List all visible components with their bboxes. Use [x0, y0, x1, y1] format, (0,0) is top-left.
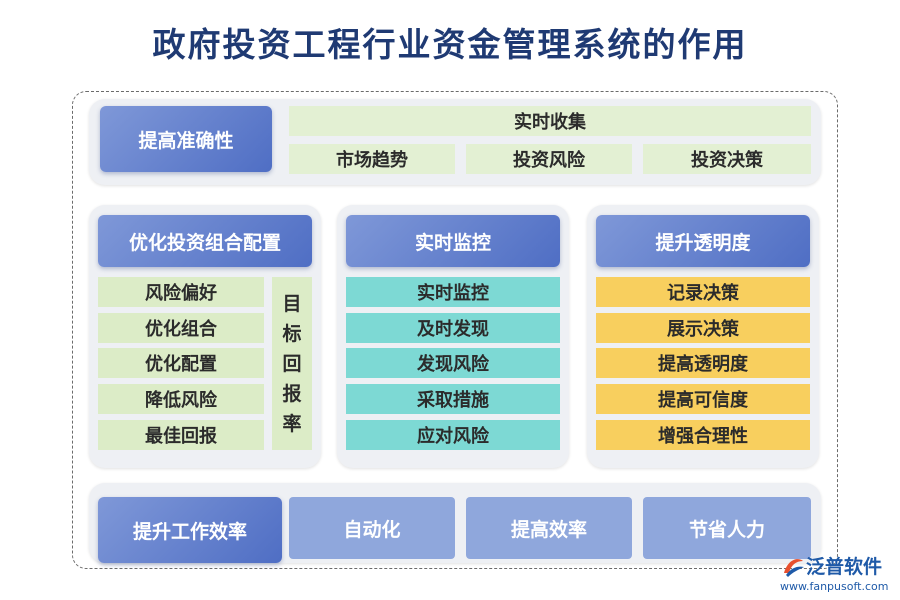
- portfolio-item: 降低风险: [98, 384, 264, 414]
- monitor-header: 实时监控: [346, 215, 560, 267]
- transparency-header: 提升透明度: [596, 215, 810, 267]
- logo-name: 泛普软件: [806, 556, 883, 578]
- collect-item: 市场趋势: [289, 144, 455, 174]
- accuracy-header: 提高准确性: [100, 106, 272, 172]
- portfolio-header: 优化投资组合配置: [98, 215, 312, 267]
- realtime-collect-banner: 实时收集: [289, 106, 811, 136]
- target-return-char: 率: [282, 412, 302, 435]
- monitor-item: 实时监控: [346, 277, 560, 307]
- target-return-char: 回: [282, 352, 302, 375]
- efficiency-item: 自动化: [289, 497, 455, 559]
- monitor-item: 及时发现: [346, 313, 560, 343]
- efficiency-header: 提升工作效率: [98, 497, 282, 563]
- portfolio-item: 优化组合: [98, 313, 264, 343]
- transparency-item: 增强合理性: [596, 420, 810, 450]
- portfolio-item: 优化配置: [98, 348, 264, 378]
- transparency-item: 提高可信度: [596, 384, 810, 414]
- fanpu-logo-icon: [784, 559, 804, 577]
- target-return-char: 目: [282, 292, 302, 315]
- logo-url: www.fanpusoft.com: [780, 580, 889, 593]
- monitor-item: 采取措施: [346, 384, 560, 414]
- monitor-item: 应对风险: [346, 420, 560, 450]
- fanpu-logo: 泛普软件 www.fanpusoft.com: [780, 551, 896, 597]
- page-title: 政府投资工程行业资金管理系统的作用: [152, 25, 748, 64]
- monitor-item: 发现风险: [346, 348, 560, 378]
- target-return-char: 报: [282, 382, 302, 405]
- efficiency-item: 节省人力: [643, 497, 811, 559]
- outer-dashed-frame: [72, 91, 838, 569]
- portfolio-item: 最佳回报: [98, 420, 264, 450]
- efficiency-item: 提高效率: [466, 497, 632, 559]
- transparency-item: 记录决策: [596, 277, 810, 307]
- transparency-item: 提高透明度: [596, 348, 810, 378]
- target-return-char: 标: [282, 322, 302, 345]
- collect-item: 投资风险: [466, 144, 632, 174]
- portfolio-item: 风险偏好: [98, 277, 264, 307]
- collect-item: 投资决策: [643, 144, 811, 174]
- target-return-label: 目 标 回 报 率: [272, 277, 312, 450]
- transparency-item: 展示决策: [596, 313, 810, 343]
